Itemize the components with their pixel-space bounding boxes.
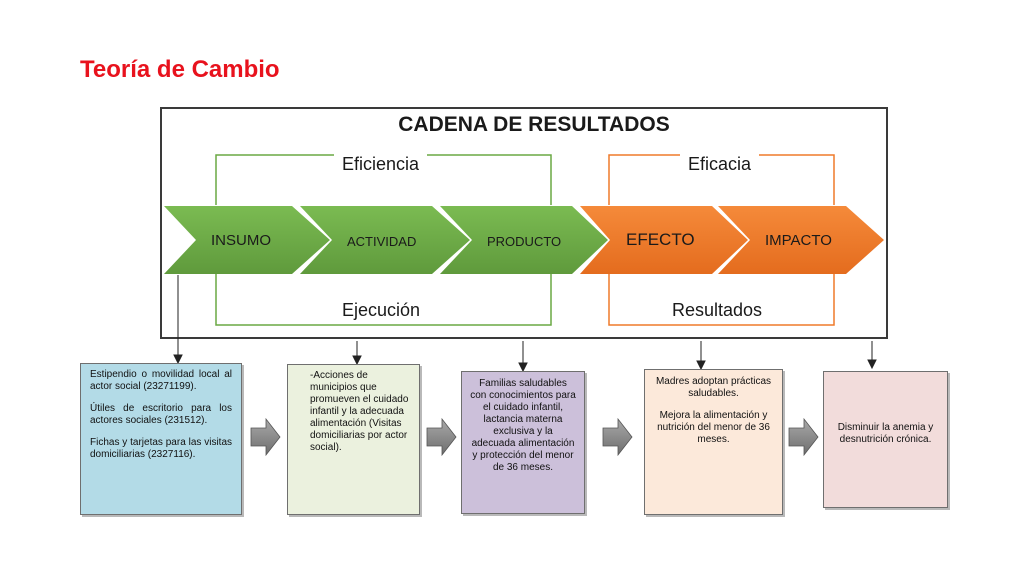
insumo-box: Estipendio o movilidad local al actor so…	[80, 363, 242, 515]
producto-box: Familias saludables con conocimientos pa…	[461, 371, 585, 514]
resultados-bracket	[608, 272, 835, 326]
block-arrow-2	[426, 417, 457, 457]
stage-impacto-label: IMPACTO	[765, 232, 832, 249]
chevron-actividad	[300, 206, 470, 274]
producto-text: Familias saludables con conocimientos pa…	[470, 378, 576, 473]
stage-producto-label: PRODUCTO	[487, 234, 562, 249]
ejecucion-bracket	[215, 272, 552, 326]
impacto-box: Disminuir la anemia y desnutrición cróni…	[823, 371, 948, 508]
block-arrow-1	[250, 417, 281, 457]
chevron-efecto	[580, 206, 748, 274]
chevron-producto	[440, 206, 608, 274]
label-eficiencia: Eficiencia	[334, 154, 428, 175]
insumo-item-fichas: Fichas y tarjetas para las visitas domic…	[90, 437, 232, 460]
efecto-box: Madres adoptan prácticas saludables. Mej…	[644, 369, 783, 515]
label-ejecucion: Ejecución	[334, 300, 429, 321]
connector-insumo-arrowhead	[173, 354, 183, 365]
insumo-item-utiles: Útiles de escritorio para los actores so…	[90, 403, 232, 426]
stage-actividad-label: ACTIVIDAD	[347, 234, 417, 249]
chain-title: CADENA DE RESULTADOS	[398, 113, 670, 136]
actividad-box: -Acciones de municipios que promueven el…	[287, 364, 420, 515]
stage-efecto-label: EFECTO	[626, 230, 695, 249]
efecto-item-alimentacion: Mejora la alimentación y nutrición del m…	[657, 410, 770, 445]
page-title: Teoría de Cambio	[80, 56, 280, 83]
efecto-item-practicas: Madres adoptan prácticas saludables.	[655, 376, 772, 399]
connector-producto-arrowhead	[518, 362, 528, 373]
block-arrow-3	[602, 417, 633, 457]
block-arrow-4	[788, 417, 819, 457]
stage-insumo-label: INSUMO	[211, 232, 271, 249]
label-eficacia: Eficacia	[680, 154, 760, 175]
impacto-text: Disminuir la anemia y desnutrición cróni…	[837, 422, 934, 445]
connector-efecto-arrowhead	[696, 360, 706, 371]
actividad-text: -Acciones de municipios que promueven el…	[310, 370, 409, 453]
connector-actividad-arrowhead	[352, 355, 362, 366]
chevron-impacto	[718, 206, 884, 274]
label-resultados: Resultados	[664, 300, 771, 321]
connector-impacto-arrowhead	[867, 359, 877, 370]
insumo-item-estipendio: Estipendio o movilidad local al actor so…	[90, 369, 232, 392]
chevron-insumo	[164, 206, 330, 274]
